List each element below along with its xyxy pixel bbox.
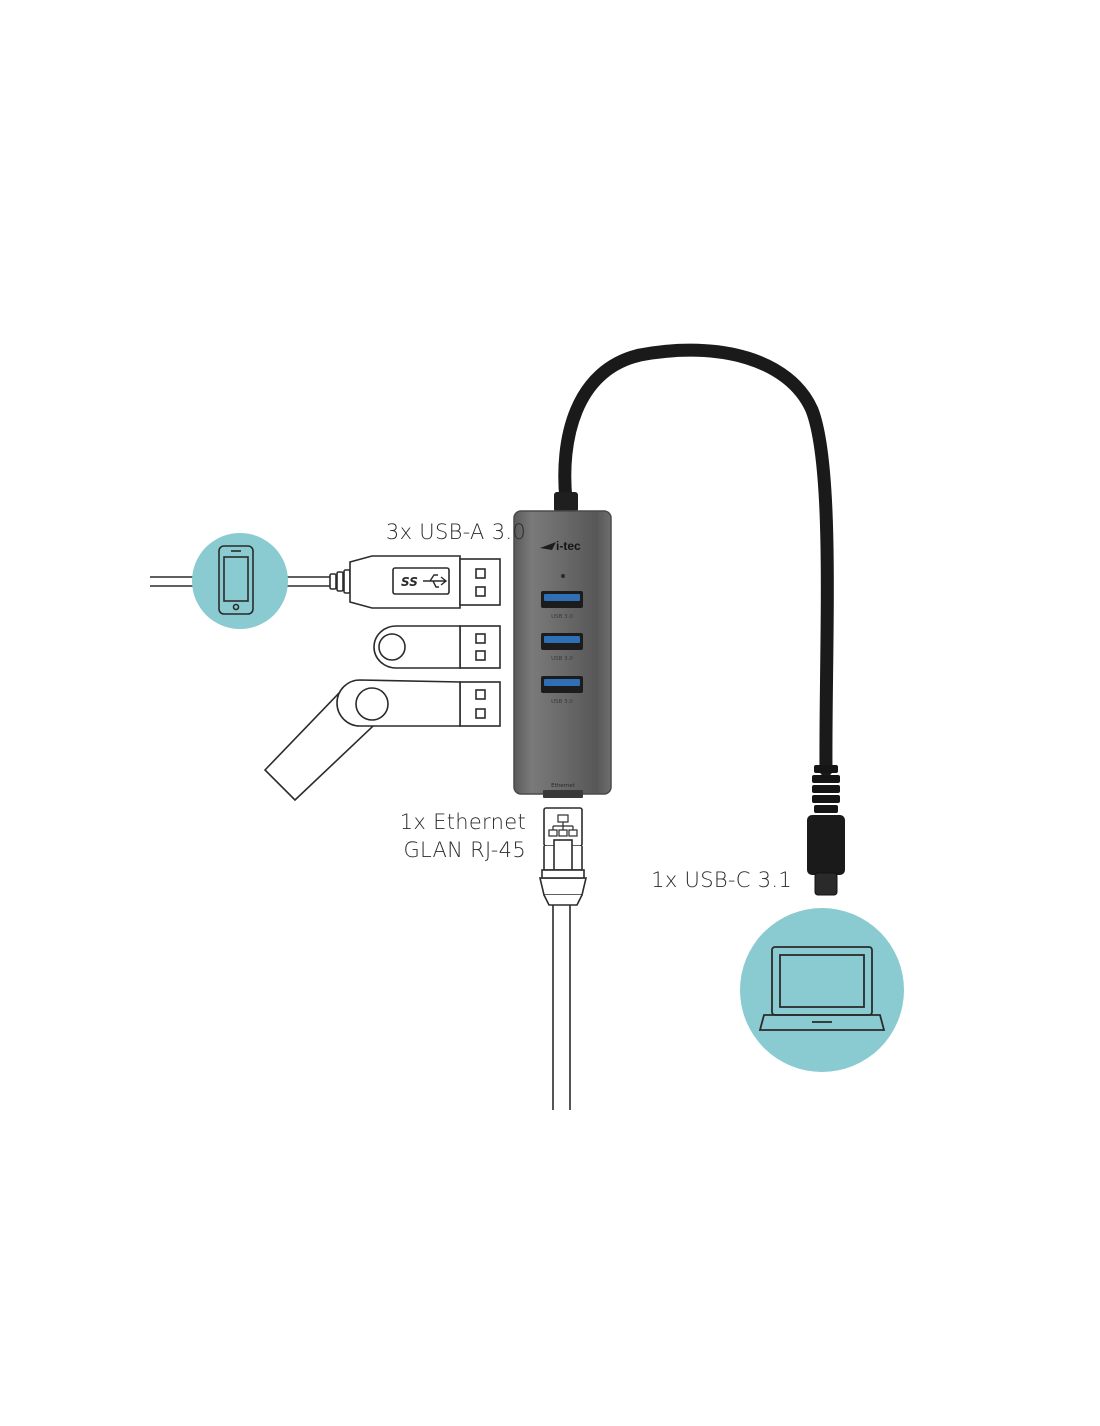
usb-port: USB 3.0 — [541, 676, 583, 705]
ethernet-port-label: Ethernet — [551, 783, 576, 789]
laptop-icon — [758, 946, 886, 1031]
smartphone-circle — [192, 533, 288, 629]
usb-c-plug-icon — [807, 815, 845, 875]
usb-superspeed-logo: SS — [392, 567, 450, 595]
usb-c-strain-relief — [812, 765, 840, 813]
ethernet-port — [543, 790, 583, 798]
usb-port-label: USB 3.0 — [551, 699, 573, 705]
usb-c-connector — [814, 872, 838, 896]
hub-body — [514, 511, 611, 794]
usb-a-label: 3x USB-A 3.0 — [385, 520, 526, 544]
ethernet-label-line2: GLAN RJ-45 — [403, 838, 526, 862]
svg-text:SS: SS — [401, 575, 418, 589]
ethernet-label-line1: 1x Ethernet — [399, 810, 526, 834]
usb-c-label: 1x USB-C 3.1 — [651, 868, 792, 892]
usb-flash-drive-icon — [373, 625, 501, 669]
cable-strain-relief-top — [554, 492, 578, 512]
usb-port: USB 3.0 — [541, 633, 583, 662]
usb-port: USB 3.0 — [541, 591, 583, 620]
usb-port-label: USB 3.0 — [551, 614, 573, 620]
usb-flash-drive-icon — [263, 679, 501, 802]
network-icon — [548, 814, 578, 837]
smartphone-icon — [218, 545, 254, 615]
hub-led-indicator — [561, 574, 565, 578]
usb-c-cable — [558, 343, 834, 777]
hub-brand-text: i-tec — [556, 539, 581, 553]
laptop-circle — [740, 908, 904, 1072]
hub-brand-logo: i-tec — [540, 539, 581, 553]
usb-port-label: USB 3.0 — [551, 656, 573, 662]
